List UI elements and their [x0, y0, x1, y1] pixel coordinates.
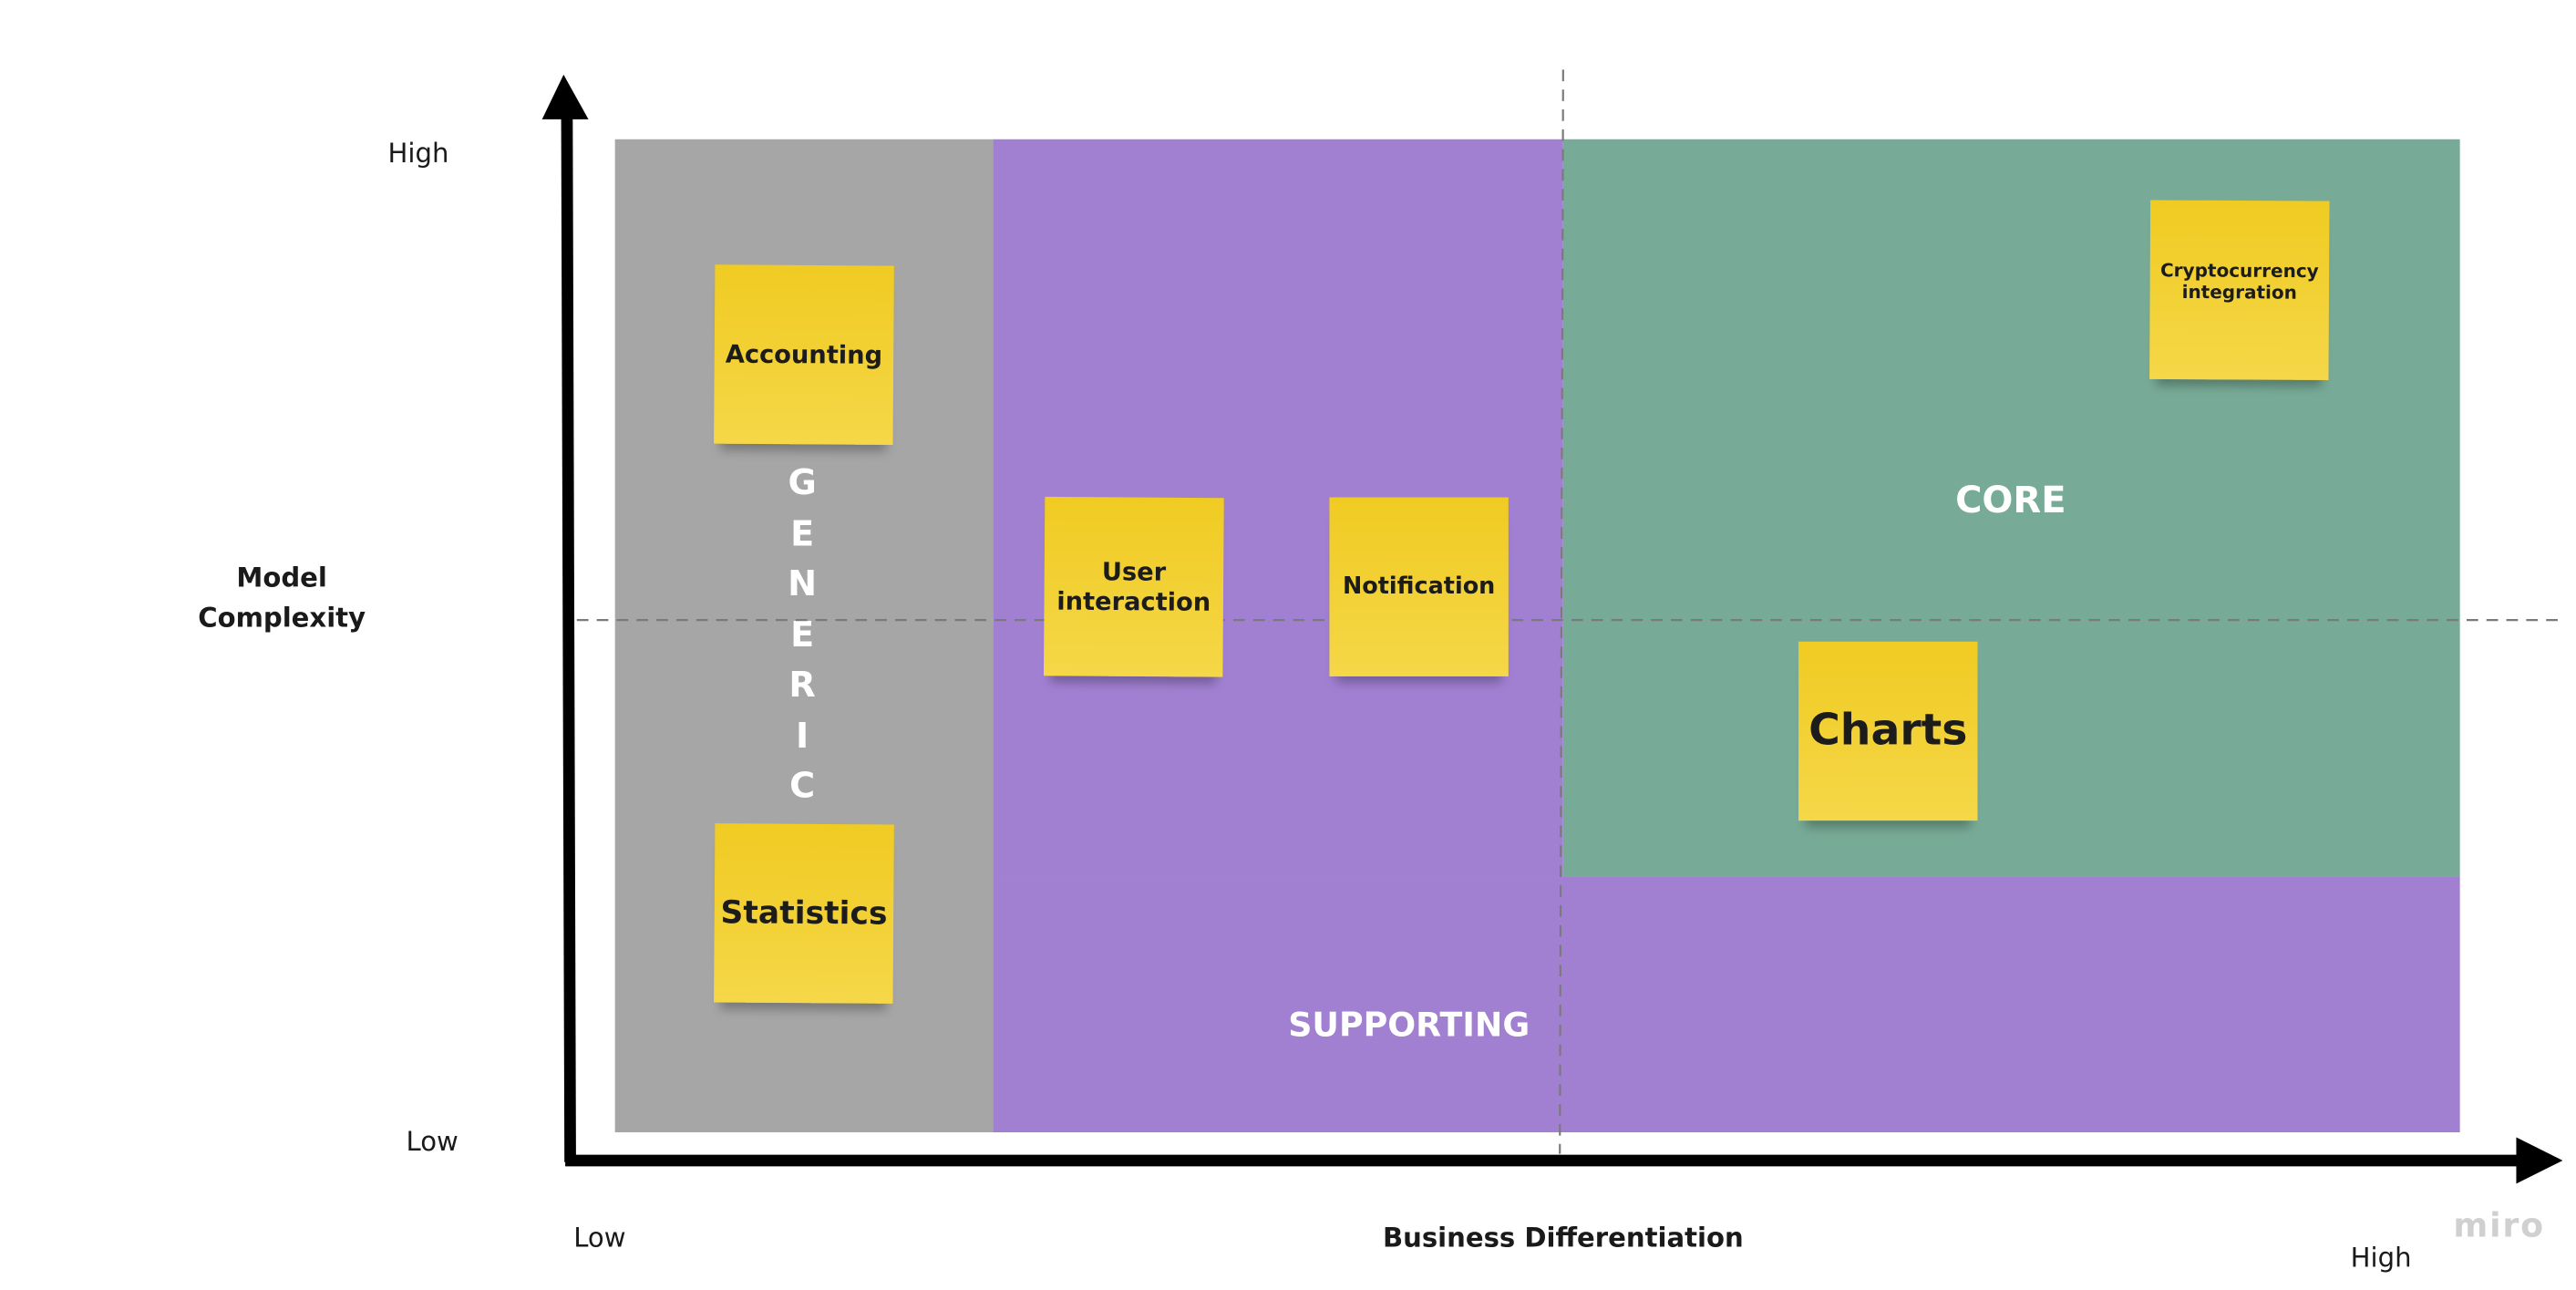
y-axis-high-label: High: [387, 137, 449, 170]
y-axis-arrowhead: [541, 74, 589, 119]
core-zone-label: CORE: [1955, 480, 2066, 522]
sticky-label: integration: [2181, 281, 2298, 304]
generic-letter: C: [789, 766, 816, 806]
sticky-label: Statistics: [720, 894, 888, 933]
generic-letter: G: [788, 462, 817, 503]
sticky-label: User: [1101, 556, 1167, 587]
sticky-label: Cryptocurrency: [2159, 260, 2319, 283]
y-axis-line: [561, 109, 576, 1162]
sticky-charts[interactable]: Charts: [1798, 641, 1978, 821]
x-axis-high-label: High: [2350, 1242, 2412, 1274]
vertical-midline: [1559, 69, 1564, 1154]
generic-zone-label: G E N E R I C: [786, 458, 819, 811]
supporting-zone-label: SUPPORTING: [1288, 1005, 1530, 1045]
x-axis-arrowhead: [2516, 1137, 2563, 1184]
sticky-label: Charts: [1808, 706, 1968, 757]
y-axis-title: Model Complexity: [166, 559, 398, 638]
x-axis-low-label: Low: [573, 1222, 626, 1254]
sticky-label: Notification: [1342, 573, 1496, 601]
supporting-zone-lower: [993, 876, 2460, 1133]
generic-letter: R: [788, 665, 816, 705]
sticky-notification[interactable]: Notification: [1329, 497, 1509, 676]
miro-watermark: miro: [2453, 1205, 2545, 1245]
sticky-label: Accounting: [725, 339, 883, 371]
generic-letter: E: [790, 512, 815, 553]
sticky-label: interaction: [1056, 586, 1211, 618]
sticky-user-interaction[interactable]: User interaction: [1043, 496, 1224, 677]
generic-letter: N: [788, 563, 818, 604]
y-axis-low-label: Low: [406, 1125, 459, 1158]
y-axis-title-line: Model: [236, 562, 327, 594]
sticky-accounting[interactable]: Accounting: [714, 264, 894, 446]
sticky-cryptocurrency-integration[interactable]: Cryptocurrency integration: [2149, 200, 2330, 380]
y-axis-title-line: Complexity: [198, 602, 366, 634]
sticky-statistics[interactable]: Statistics: [714, 823, 894, 1004]
generic-letter: I: [796, 715, 809, 756]
x-axis-title: Business Differentiation: [1382, 1222, 1744, 1254]
